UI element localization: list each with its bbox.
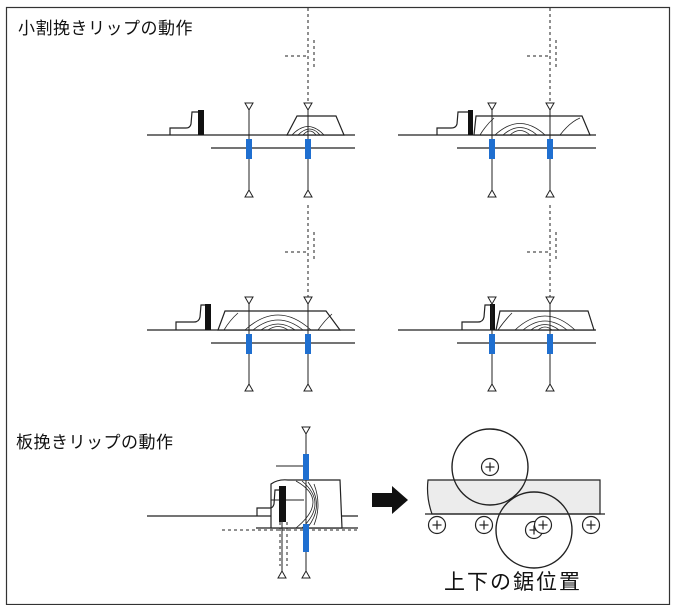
pusher-block <box>198 110 204 135</box>
saw-blade <box>246 334 252 354</box>
pusher-block <box>468 110 473 135</box>
section-title-small-split: 小割挽きリップの動作 <box>18 19 193 39</box>
pusher-block <box>205 304 211 330</box>
section-title-board-rip: 板挽きリップの動作 <box>16 433 174 453</box>
panel-small-split-1 <box>147 8 355 198</box>
saw-blade <box>489 139 495 159</box>
panel-small-split-3 <box>147 205 355 392</box>
saw-blade <box>305 139 311 159</box>
saw-position-diagram <box>425 428 605 569</box>
saw-blade <box>547 334 553 354</box>
saw-blade <box>489 334 495 354</box>
workpiece <box>286 115 345 136</box>
lower-saw <box>495 491 573 569</box>
panel-small-split-2 <box>398 8 596 198</box>
saw-blade <box>547 139 553 159</box>
saw-position-caption: 上下の鋸位置 <box>444 570 582 594</box>
saw-blade <box>305 334 311 354</box>
right-arrow-icon <box>372 486 408 514</box>
pusher-block <box>279 486 286 522</box>
upper-saw <box>451 428 529 506</box>
panel-small-split-4 <box>398 205 596 392</box>
workpiece <box>473 115 591 136</box>
saw-blade <box>246 139 252 159</box>
workpiece <box>217 310 342 331</box>
panel-board-rip <box>147 426 358 579</box>
saw-blade <box>303 454 309 480</box>
saw-blade <box>303 524 309 552</box>
